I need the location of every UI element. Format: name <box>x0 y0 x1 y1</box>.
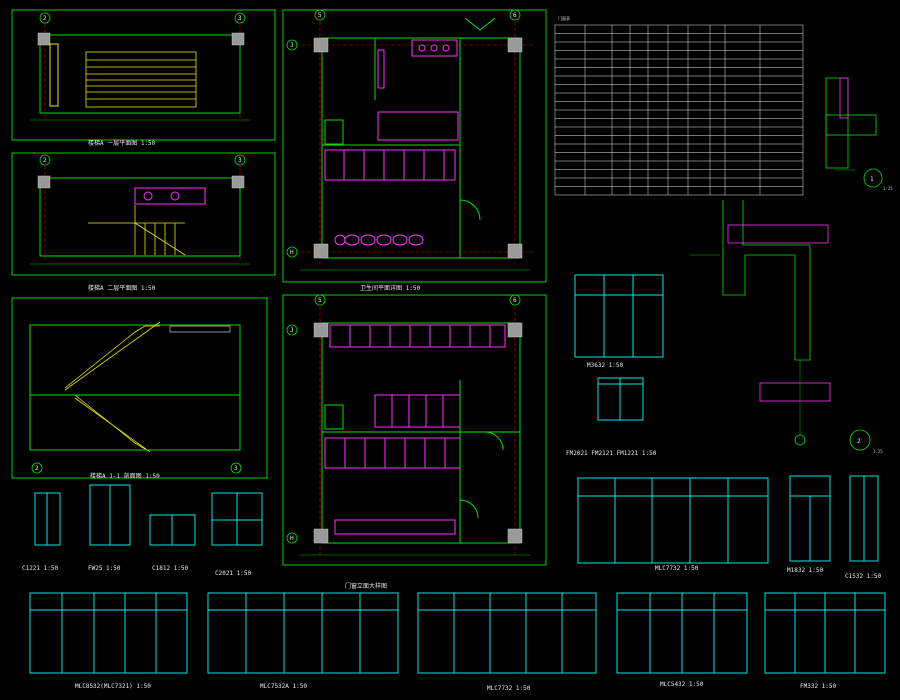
axis-bubble-2 <box>39 12 51 24</box>
svg-text:J: J <box>290 327 294 334</box>
toilet-plan-1: 5 6 J H 卫生间平面详图 1:50 <box>282 9 547 292</box>
plan-title: 卫生间平面详图 1:50 <box>360 284 420 292</box>
plan-title: 楼梯A 二层平面图 1:50 <box>88 284 156 292</box>
stair-plan-1: 2 3 楼梯A 一层平面图 1:50 <box>11 9 276 147</box>
wall-detail-1: 1 1:25 <box>825 77 893 191</box>
column <box>37 32 51 46</box>
column <box>231 32 245 46</box>
svg-text:H: H <box>290 249 294 256</box>
svg-text:3: 3 <box>234 465 238 472</box>
door-window-schedule: 门窗表 <box>554 15 804 196</box>
elevation-label: C1532 1:50 <box>845 573 882 580</box>
svg-text:H: H <box>290 535 294 542</box>
elevation-label: MLC7732 1:50 <box>487 685 531 692</box>
svg-text:5: 5 <box>318 12 322 19</box>
svg-text:2: 2 <box>43 15 47 22</box>
svg-text:2: 2 <box>35 465 39 472</box>
stair-treads <box>85 51 197 108</box>
stair-plan-2: 2 3 楼梯A 二层平面图 1:50 <box>11 152 276 292</box>
svg-text:3: 3 <box>238 15 242 22</box>
elevation-label: FW25 1:50 <box>88 565 121 572</box>
fixtures <box>324 39 459 246</box>
plan-title: 楼梯A 一层平面图 1:50 <box>88 139 156 147</box>
window-elevations: M3632 1:50 FM2021 FM2121 FM1221 1:50 MLC… <box>22 274 886 692</box>
svg-text:1:25: 1:25 <box>873 449 883 454</box>
stair-section: 2 3 楼梯A 1-1 剖面图 1:50 <box>11 297 268 480</box>
wall-detail-2: 2 1:25 <box>690 200 883 454</box>
svg-text:5: 5 <box>318 297 322 304</box>
svg-text:2: 2 <box>857 438 861 445</box>
detail-mark-1 <box>863 168 883 188</box>
elevation-label: C1221 1:50 <box>22 565 59 572</box>
elevation-label: C1812 1:50 <box>152 565 189 572</box>
svg-text:2: 2 <box>43 157 47 164</box>
svg-text:1: 1 <box>870 176 874 183</box>
svg-text:6: 6 <box>513 297 517 304</box>
elevation-group-title: 门窗立面大样图 <box>345 582 387 590</box>
elevation-label: M1832 1:50 <box>787 567 824 574</box>
elevation-label: M3632 1:50 <box>587 362 624 369</box>
detail-mark-2 <box>849 429 871 451</box>
elevation-label: C2021 1:50 <box>215 570 252 577</box>
elevation-label: MLC5432 1:50 <box>660 681 704 688</box>
toilet-plan-2: 5 6 J H <box>282 294 547 566</box>
elevation-label: FM332 1:50 <box>800 683 837 690</box>
elevation-label: FM2021 FM2121 FM1221 1:50 <box>566 450 657 457</box>
svg-text:J: J <box>290 42 294 49</box>
svg-text:3: 3 <box>238 157 242 164</box>
svg-text:1:25: 1:25 <box>883 186 893 191</box>
schedule-title: 门窗表 <box>558 15 570 21</box>
svg-text:6: 6 <box>513 12 517 19</box>
section-title: 楼梯A 1-1 剖面图 1:50 <box>90 472 160 480</box>
elevation-label: MLC7732 1:50 <box>655 565 699 572</box>
elevation-label: MLC7532A 1:50 <box>260 683 307 690</box>
fixture-icon <box>143 191 153 201</box>
stair-flight <box>64 321 161 453</box>
elevation-label: MLC8532(MLC7321) 1:50 <box>75 683 151 690</box>
